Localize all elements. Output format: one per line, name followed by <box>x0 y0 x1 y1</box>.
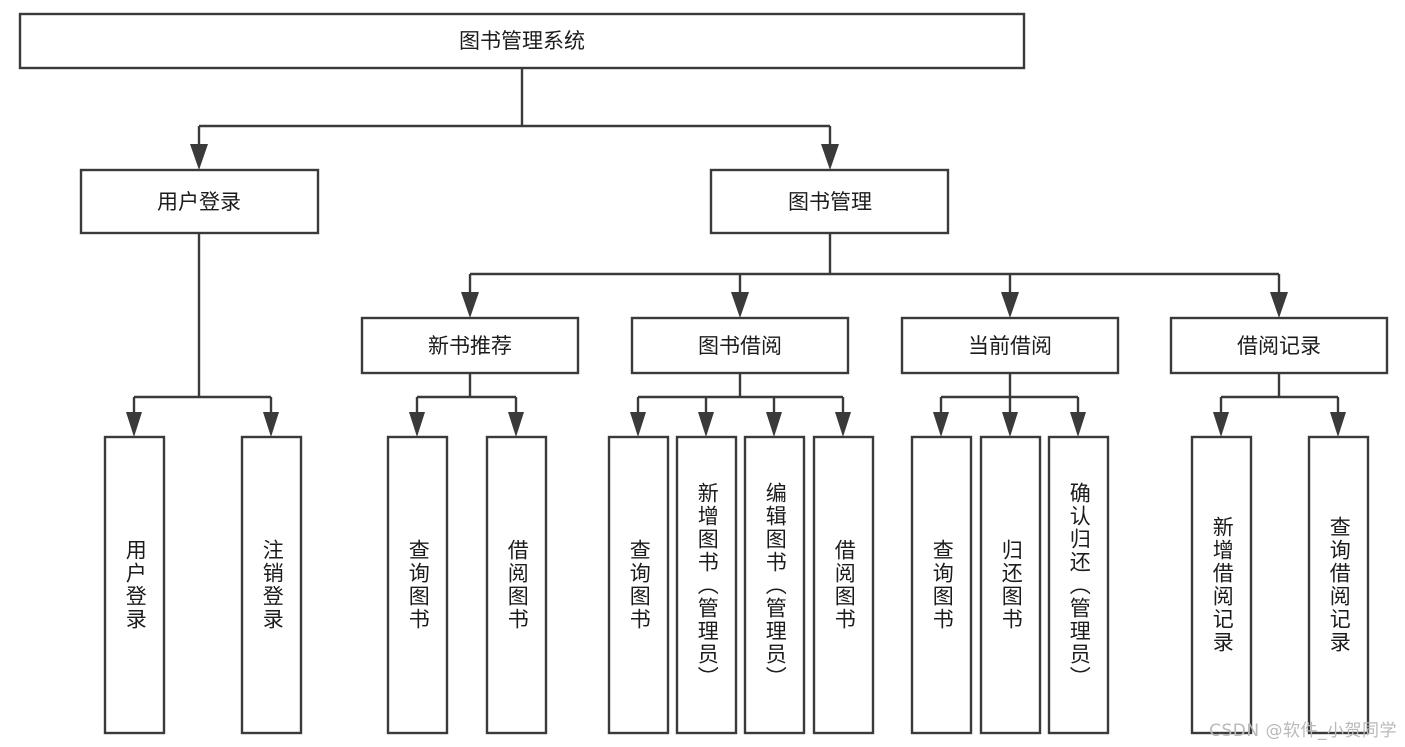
leaf-box-logout-login[interactable] <box>240 435 303 735</box>
arrow-head-icon <box>461 292 479 318</box>
arrow-head-icon <box>698 412 714 437</box>
connector-newbook-to-leaves <box>409 373 524 437</box>
leaf-box-borrow-book-2[interactable] <box>812 435 875 735</box>
node-label: 图书借阅 <box>698 334 782 358</box>
node-box[interactable] <box>360 316 580 375</box>
leaf-box-user-login[interactable] <box>103 435 166 735</box>
node-box[interactable] <box>1169 316 1389 375</box>
connector-borrowrecord-to-leaves <box>1213 373 1346 437</box>
node-book-manage[interactable]: 图书管理 <box>709 168 950 235</box>
arrow-head-icon <box>126 412 142 437</box>
connector-userlogin-to-leaves <box>126 233 279 437</box>
connector-bookborrow-to-leaves <box>630 373 851 437</box>
node-label: 图书管理系统 <box>459 29 585 53</box>
leaf-box-query-book-2[interactable] <box>607 435 670 735</box>
leaf-box-query-borrow-record[interactable] <box>1307 435 1370 735</box>
arrow-head-icon <box>508 412 524 437</box>
arrow-head-icon <box>630 412 646 437</box>
connector-currentborrow-to-leaves <box>933 373 1086 437</box>
arrow-head-icon <box>1070 412 1086 437</box>
arrow-head-icon <box>1330 412 1346 437</box>
leaf-box-query-book-3[interactable] <box>910 435 973 735</box>
node-box[interactable] <box>630 316 850 375</box>
leaf-box-query-book-1[interactable] <box>386 435 449 735</box>
connector-bookmanage-to-level3 <box>461 233 1288 318</box>
arrow-head-icon <box>835 412 851 437</box>
node-box[interactable] <box>79 168 320 235</box>
leaf-box-edit-book-admin[interactable] <box>743 435 806 735</box>
node-box[interactable] <box>900 316 1120 375</box>
leaf-box-add-book-admin[interactable] <box>675 435 738 735</box>
arrow-head-icon <box>1001 292 1019 318</box>
connector-root-to-level2 <box>190 68 839 170</box>
node-root[interactable]: 图书管理系统 <box>18 12 1026 70</box>
arrow-head-icon <box>409 412 425 437</box>
arrow-head-icon <box>1002 412 1018 437</box>
leaf-box-confirm-return-admin[interactable] <box>1047 435 1110 735</box>
node-label: 当前借阅 <box>968 334 1052 358</box>
node-new-book-recommend[interactable]: 新书推荐 <box>360 316 580 375</box>
node-user-login[interactable]: 用户登录 <box>79 168 320 235</box>
node-book-borrow[interactable]: 图书借阅 <box>630 316 850 375</box>
arrow-head-icon <box>821 144 839 170</box>
arrow-head-icon <box>731 292 749 318</box>
leaf-box-borrow-book-1[interactable] <box>485 435 548 735</box>
node-current-borrow[interactable]: 当前借阅 <box>900 316 1120 375</box>
arrow-head-icon <box>190 144 208 170</box>
arrow-head-icon <box>933 412 949 437</box>
node-box[interactable] <box>18 12 1026 70</box>
node-box[interactable] <box>709 168 950 235</box>
node-label: 新书推荐 <box>428 334 512 358</box>
arrow-head-icon <box>766 412 782 437</box>
leaf-box-return-book[interactable] <box>979 435 1042 735</box>
leaf-box-add-borrow-record[interactable] <box>1190 435 1253 735</box>
node-borrow-record[interactable]: 借阅记录 <box>1169 316 1389 375</box>
arrow-head-icon <box>1270 292 1288 318</box>
arrow-head-icon <box>1213 412 1229 437</box>
csdn-watermark: CSDN @软件_小贺同学 <box>1209 721 1397 741</box>
node-label: 借阅记录 <box>1237 334 1321 358</box>
node-label: 用户登录 <box>157 190 241 214</box>
node-label: 图书管理 <box>788 190 872 214</box>
arrow-head-icon <box>263 412 279 437</box>
